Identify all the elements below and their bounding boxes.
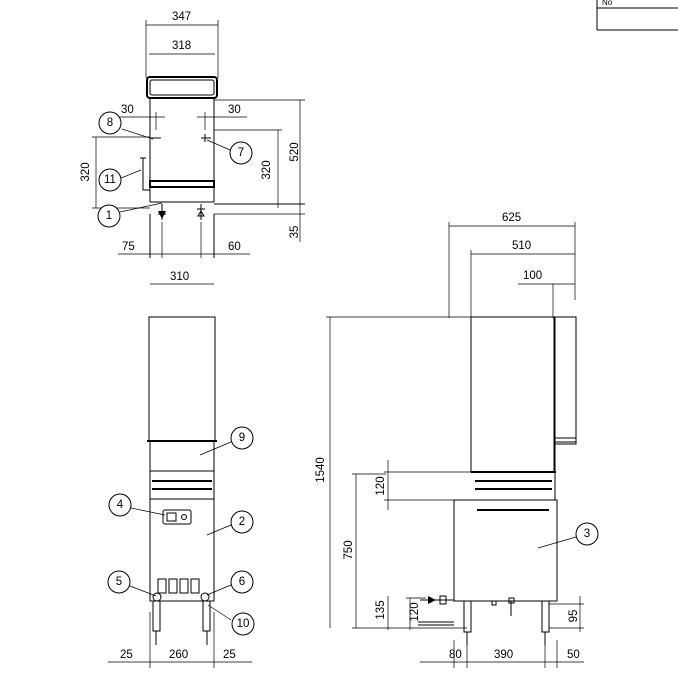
svg-text:9: 9 [239, 432, 245, 444]
dim-30-left: 30 [121, 104, 134, 116]
dim-25-right: 25 [223, 649, 236, 661]
dim-35: 35 [289, 226, 301, 239]
dim-25-left: 25 [120, 649, 133, 661]
balloon-11: 11 [98, 168, 122, 192]
dim-60: 60 [228, 241, 241, 253]
svg-text:11: 11 [104, 174, 116, 186]
balloon-10: 10 [231, 612, 255, 636]
dim-320-right: 320 [261, 160, 273, 179]
dim-75: 75 [122, 241, 135, 253]
svg-text:7: 7 [238, 147, 244, 159]
dim-320-left: 320 [80, 162, 92, 181]
front-vents [157, 578, 200, 594]
dim-260: 260 [169, 649, 188, 661]
dim-310: 310 [170, 271, 189, 283]
title-block-no: No [602, 0, 613, 7]
dim-1540: 1540 [315, 457, 327, 483]
balloon-9: 9 [230, 426, 254, 450]
dim-347: 347 [172, 11, 191, 23]
balloon-4: 4 [108, 493, 132, 517]
dim-625: 625 [502, 212, 521, 224]
pipe-arrow [428, 596, 436, 604]
front-view: 25 260 25 [108, 316, 252, 668]
balloon-2: 2 [230, 510, 254, 534]
dim-750: 750 [343, 540, 355, 559]
balloon-8: 8 [98, 111, 122, 135]
balloon-7: 7 [229, 141, 253, 165]
balloon-5: 5 [107, 570, 131, 594]
side-view: 625 510 100 1540 [315, 212, 584, 668]
title-block: No [596, 0, 678, 31]
top-view: 347 318 520 35 320 320 30 [80, 11, 305, 285]
svg-text:8: 8 [107, 117, 113, 129]
dim-120-upper: 120 [375, 476, 387, 495]
dim-30-right: 30 [228, 104, 241, 116]
dim-100: 100 [523, 270, 542, 282]
dim-95: 95 [568, 610, 580, 623]
svg-text:5: 5 [116, 576, 122, 588]
dim-135: 135 [375, 600, 387, 619]
svg-text:3: 3 [584, 528, 590, 540]
dim-120-lower: 120 [409, 602, 421, 621]
dim-318: 318 [172, 40, 191, 52]
svg-text:6: 6 [239, 576, 245, 588]
svg-text:1: 1 [106, 210, 112, 222]
dim-510: 510 [512, 240, 531, 252]
svg-text:10: 10 [237, 618, 250, 630]
balloon-6: 6 [230, 570, 254, 594]
balloon-1: 1 [97, 204, 121, 228]
dim-50: 50 [567, 649, 580, 661]
dim-80: 80 [449, 649, 462, 661]
balloons: 8 7 11 1 9 4 2 5 [97, 111, 599, 636]
dim-520: 520 [289, 142, 301, 161]
svg-text:2: 2 [239, 516, 245, 528]
balloon-3: 3 [575, 522, 599, 546]
svg-text:4: 4 [117, 499, 124, 511]
drain-arrow-left [158, 211, 166, 219]
dim-390: 390 [494, 649, 513, 661]
